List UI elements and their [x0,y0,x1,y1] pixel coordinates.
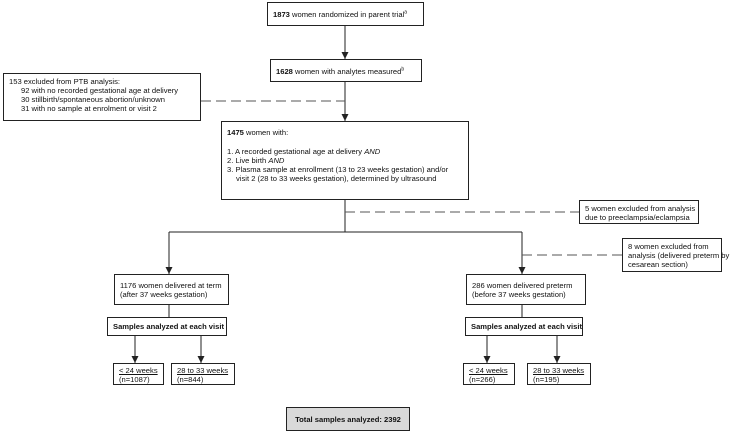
criteria-count: 1475 [227,128,244,137]
criteria-text: women with: [243,128,289,137]
total-samples-label: Total samples analyzed: 2392 [295,415,401,424]
term-2833-label: 28 to 33 weeks [177,366,229,375]
preterm-lt24-n: (n=266) [469,375,496,384]
term-2833-n: (n=844) [177,375,204,384]
excluded-cesarean-line2: analysis (delivered preterm by [628,251,730,260]
excluded-pre-line1: 5 women excluded from analysis [585,204,696,213]
criteria-item-1: 1. A recorded gestational age at deliver… [227,147,365,156]
measured-count: 1628 [276,67,293,76]
box-preterm-2833: 28 to 33 weeks (n=195) [527,363,591,385]
box-analytes-measured: 1628 women with analytes measuredb [270,59,422,82]
preterm-line1: 286 women delivered preterm [472,281,573,290]
preterm-samples-label: Samples analyzed at each visit [471,322,583,331]
randomized-text: women randomized in parent trial [289,10,405,19]
randomized-count: 1873 [273,10,290,19]
measured-text: women with analytes measured [292,67,402,76]
box-total-samples: Total samples analyzed: 2392 [286,407,410,431]
criteria-item-3a: 3. Plasma sample at enrollment (13 to 23… [227,165,449,174]
box-excluded-ptb: 153 excluded from PTB analysis: 92 with … [3,73,201,121]
measured-footnote: b [401,66,405,73]
preterm-line2: (before 37 weeks gestation) [472,290,566,299]
excluded-cesarean-line1: 8 women excluded from [628,242,709,251]
preterm-2833-label: 28 to 33 weeks [533,366,585,375]
term-samples-label: Samples analyzed at each visit [113,322,225,331]
box-inclusion-criteria: 1475 women with: 1. A recorded gestation… [221,121,469,200]
preterm-2833-n: (n=195) [533,375,560,384]
excluded-ptb-title: 153 excluded from PTB analysis: [9,77,121,86]
criteria-item-2: 2. Live birth [227,156,269,165]
excluded-pre-line2: due to preeclampsia/eclampsia [585,213,690,222]
excluded-ptb-item: 92 with no recorded gestational age at d… [21,86,179,95]
excluded-cesarean-line3: cesarean section) [628,260,688,269]
box-preterm-samples: Samples analyzed at each visit [465,317,583,336]
box-randomized: 1873 women randomized in parent triala [267,2,424,26]
term-lt24-label: < 24 weeks [119,366,158,375]
excluded-ptb-item: 30 stillbirth/spontaneous abortion/unkno… [21,95,165,104]
box-delivered-term: 1176 women delivered at term (after 37 w… [114,274,229,305]
box-excluded-preeclampsia: 5 women excluded from analysis due to pr… [579,200,699,224]
box-term-2833: 28 to 33 weeks (n=844) [171,363,235,385]
criteria-item-3b: visit 2 (28 to 33 weeks gestation), dete… [236,174,437,183]
criteria-item-1-and: AND [364,147,381,156]
term-line2: (after 37 weeks gestation) [120,290,208,299]
box-term-lt24: < 24 weeks (n=1087) [113,363,164,385]
excluded-ptb-item: 31 with no sample at enrolment or visit … [21,104,157,113]
box-delivered-preterm: 286 women delivered preterm (before 37 w… [466,274,586,305]
box-term-samples: Samples analyzed at each visit [107,317,227,336]
term-line1: 1176 women delivered at term [120,281,222,290]
randomized-footnote: a [404,9,408,16]
term-lt24-n: (n=1087) [119,375,150,384]
preterm-lt24-label: < 24 weeks [469,366,508,375]
box-preterm-lt24: < 24 weeks (n=266) [463,363,515,385]
box-excluded-cesarean: 8 women excluded from analysis (delivere… [622,238,730,272]
criteria-item-2-and: AND [268,156,285,165]
